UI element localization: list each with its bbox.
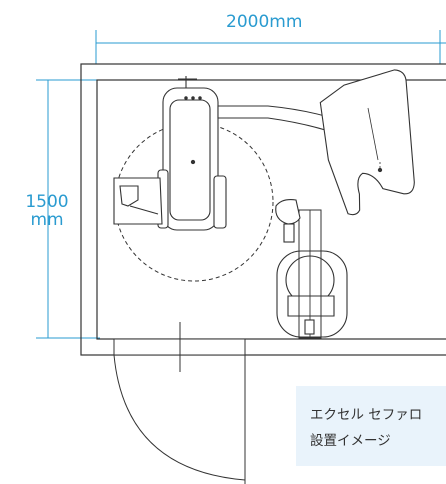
height-unit: mm [30,210,64,230]
height-dimension [36,79,100,339]
operator-chair [275,199,348,339]
width-dimension-label: 2000mm [226,14,302,31]
door [113,322,246,484]
height-value: 1500 [25,192,69,212]
cephalostat [319,69,415,216]
patient-arm [113,177,163,225]
caption-line-2: 設置イメージ [310,433,391,449]
caption-line-1: エクセル セファロ [310,407,423,423]
xray-unit [157,76,227,231]
width-value: 2000 [226,12,270,32]
room-walls [80,63,446,356]
width-unit: mm [269,12,303,32]
width-dimension [95,30,446,64]
height-dimension-label: 1500 mm [20,193,74,229]
installation-caption: エクセル セファロ 設置イメージ [296,386,446,466]
